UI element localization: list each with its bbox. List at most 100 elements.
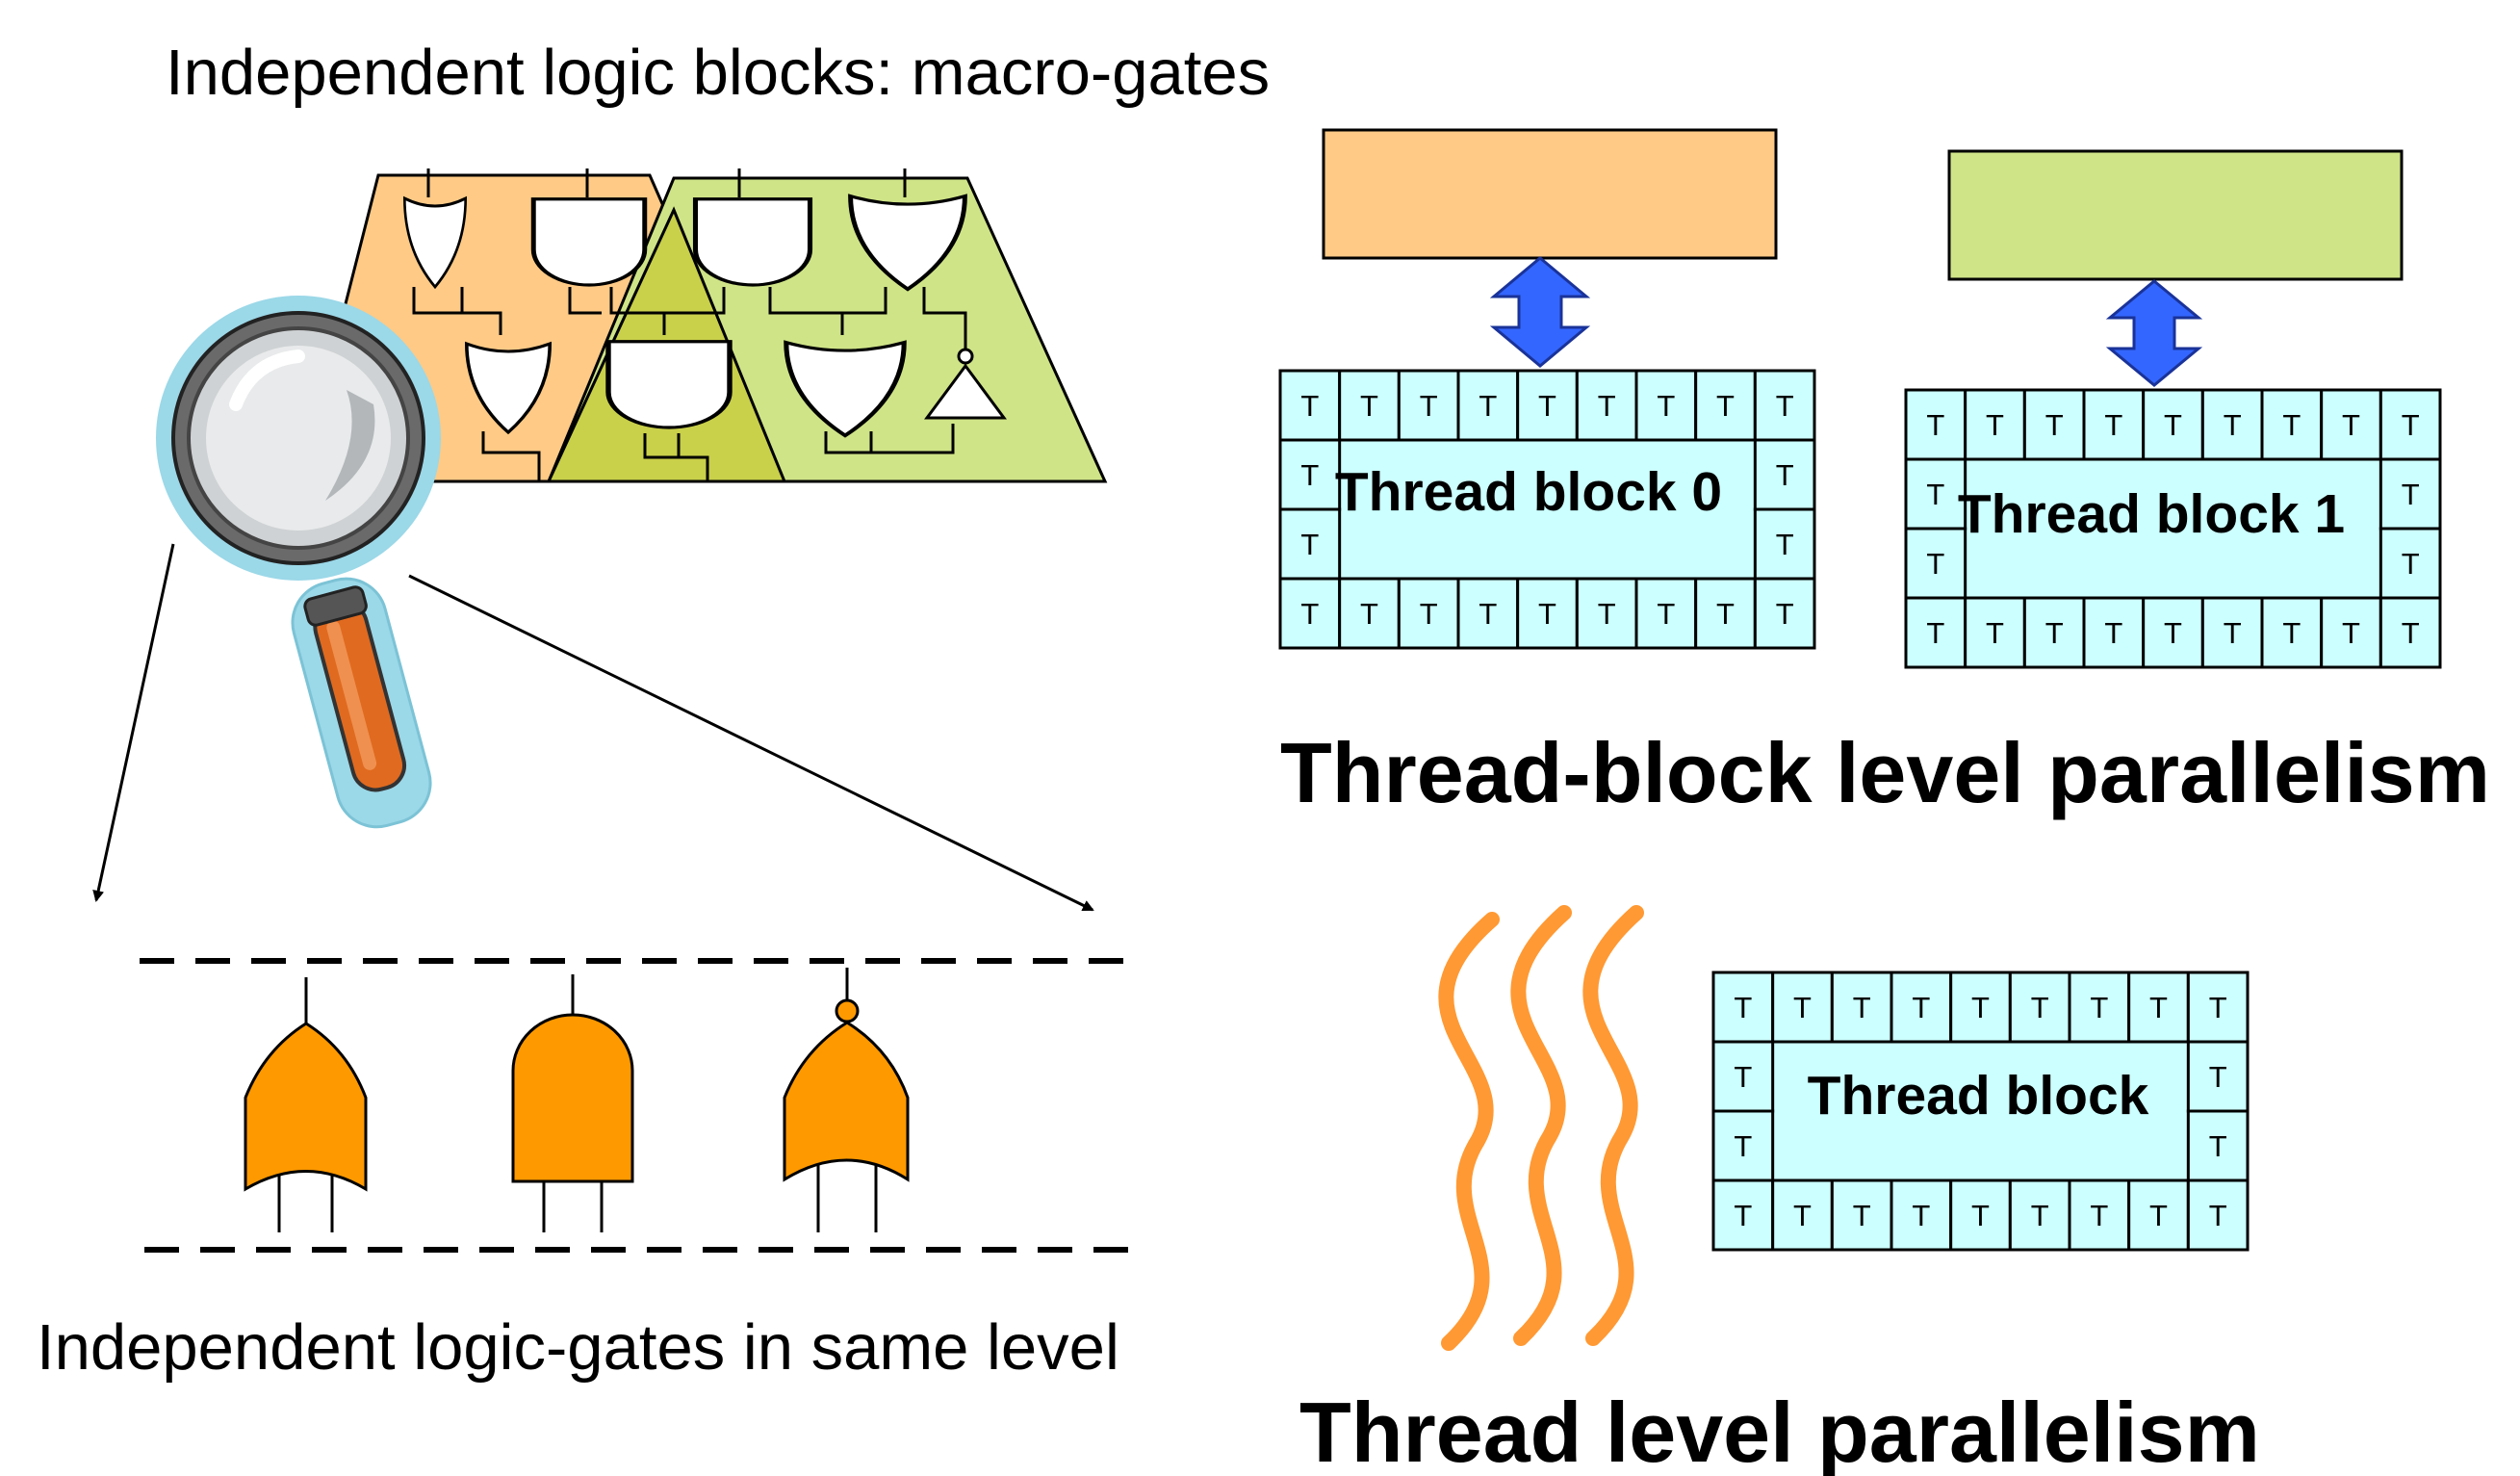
thread-cell (2186, 971, 2250, 1044)
thread-cell (1694, 577, 1757, 650)
thread-cell-label: T (1793, 1199, 1812, 1232)
thread-cell-label: T (1598, 597, 1616, 631)
thread-cell (1711, 1040, 1775, 1113)
circuit-and-gate (696, 199, 810, 285)
thread-cell (1964, 596, 2026, 669)
thread-cell-label: T (1971, 991, 1990, 1024)
thread-cell-label: T (2031, 1199, 2049, 1232)
thread-cell (1753, 507, 1816, 581)
thread-cell (2379, 527, 2442, 600)
thread-cell (1694, 369, 1757, 442)
thread-cell-label: T (1300, 597, 1319, 631)
thread-cell-label: T (1776, 458, 1794, 492)
thread-block-label: Thread block (1808, 1065, 2149, 1126)
thread-cell (2379, 457, 2442, 531)
thread-cell-label: T (2045, 616, 2064, 650)
thread-block-parallelism-label: Thread-block level parallelism (1280, 725, 2490, 820)
wavy-threads-icon (1438, 905, 1644, 1351)
nor-gate-icon (783, 968, 910, 1232)
thread-cell (1338, 577, 1401, 650)
thread-cell (2142, 596, 2204, 669)
thread-cell (2320, 388, 2382, 461)
thread-cell-label: T (1926, 478, 1944, 511)
thread-cell-label: T (2209, 1129, 2227, 1163)
thread-cell (2082, 388, 2146, 461)
thread-cell (1964, 388, 2026, 461)
thread-cell-label: T (2224, 616, 2242, 650)
thread-cell-label: T (1538, 597, 1556, 631)
thread-cell-label: T (1926, 547, 1944, 581)
thread-cell-label: T (1734, 991, 1752, 1024)
thread-cell-label: T (2402, 547, 2420, 581)
thread-cell-label: T (1300, 528, 1319, 561)
thread-cell (1575, 577, 1638, 650)
thread-cell-label: T (1360, 597, 1378, 631)
thread-cell (2068, 1178, 2131, 1252)
thread-cell-label: T (1912, 1199, 1930, 1232)
thread-cell-label: T (2402, 478, 2420, 511)
thread-cell-label: T (1734, 1129, 1752, 1163)
thread-cell-label: T (1926, 408, 1944, 442)
thread-cell-label: T (1986, 616, 2004, 650)
thread-cell (1949, 971, 2012, 1044)
block1-memory-arrow (2105, 279, 2203, 387)
thread-cell-label: T (1360, 389, 1378, 423)
thread-cell (1904, 527, 1967, 600)
thread-cell-label: T (1479, 389, 1497, 423)
thread-cell-label: T (1986, 408, 2004, 442)
thread-cell (2142, 388, 2204, 461)
thread-cell-label: T (1716, 597, 1735, 631)
thread-cell-label: T (1912, 991, 1930, 1024)
thread-cell-label: T (1734, 1199, 1752, 1232)
thread-cell (2260, 596, 2324, 669)
thread-cell-label: T (2090, 1199, 2108, 1232)
thread-cell-label: T (2164, 408, 2182, 442)
thread-cell-label: T (2031, 991, 2049, 1024)
thread-cell-label: T (1300, 389, 1319, 423)
thread-cell-label: T (2402, 616, 2420, 650)
or-gate-icon (244, 977, 368, 1232)
thread-cell-label: T (2164, 616, 2182, 650)
thread-cell-label: T (1793, 991, 1812, 1024)
thread-cell-label: T (2149, 1199, 2168, 1232)
thread-cell-label: T (1776, 389, 1794, 423)
block0-memory-arrow (1489, 256, 1591, 368)
thread-cell-label: T (1598, 389, 1616, 423)
thread-cell (2127, 1178, 2190, 1252)
thread-cell (1397, 577, 1460, 650)
thread-cell (1338, 369, 1401, 442)
thread-cell-label: T (1300, 458, 1319, 492)
thread-cell (1753, 438, 1816, 511)
thread-cell-label: T (2342, 408, 2360, 442)
thread-cell-label: T (2209, 1060, 2227, 1094)
thread-block-0-label: Thread block 0 (1335, 461, 1722, 523)
block1-memory (1947, 149, 2404, 281)
macro-gates-label: Independent logic blocks: macro-gates (166, 37, 1270, 109)
thread-cell-label: T (1926, 616, 1944, 650)
thread-cell-label: T (2104, 616, 2122, 650)
level-gates (244, 968, 910, 1232)
zoom-line-left (92, 543, 175, 902)
thread-cell (2127, 971, 2190, 1044)
thread-cell (2082, 596, 2146, 669)
thread-cell-label: T (2149, 991, 2168, 1024)
thread-cell-label: T (1971, 1199, 1990, 1232)
thread-cell (2022, 596, 2086, 669)
and-gate-icon (511, 974, 634, 1232)
same-level-label: Independent logic-gates in same level (37, 1311, 1119, 1384)
thread-cell (1278, 507, 1342, 581)
thread-cell-label: T (2402, 408, 2420, 442)
circuit-wires (412, 168, 967, 481)
thread-cell-label: T (2342, 616, 2360, 650)
circuit-gates (402, 196, 1007, 436)
thread-cell (1575, 369, 1638, 442)
thread-cell-label: T (1853, 991, 1871, 1024)
thread-cell (2260, 388, 2324, 461)
thread-cell (1516, 577, 1579, 650)
thread-cell (1711, 1109, 1775, 1182)
thread-cell-label: T (1538, 389, 1556, 423)
thread-cell (1904, 388, 1967, 461)
